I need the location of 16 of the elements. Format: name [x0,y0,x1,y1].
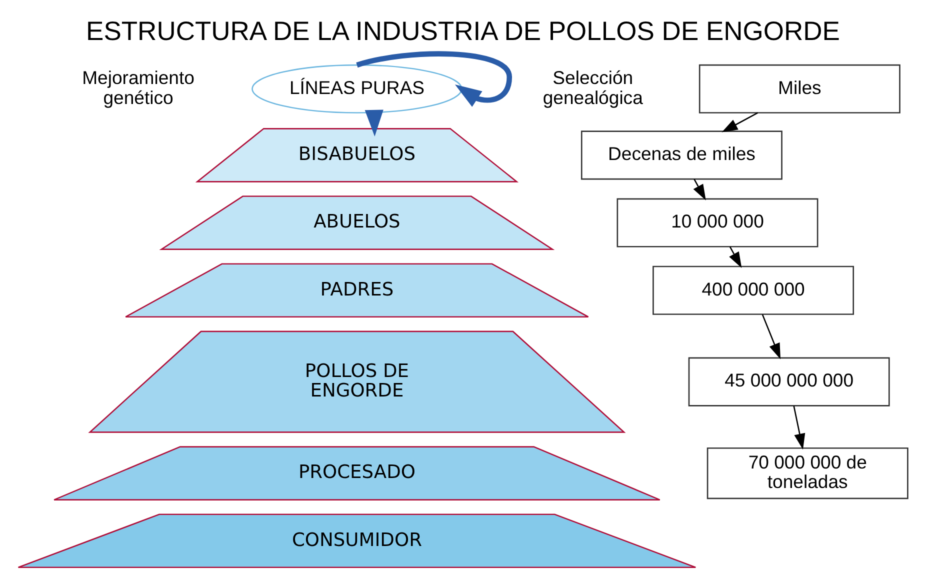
node-box: 45 000 000 000 [688,357,890,406]
label: Selección genealógica [542,66,643,108]
arrow [364,110,384,136]
arrow [356,51,512,107]
arrow [693,178,706,200]
arrow [722,112,758,132]
node-box: Decenas de miles [580,130,782,180]
arrow [729,246,742,268]
node-box: Miles [698,64,900,114]
node-box: 10 000 000 [616,198,818,248]
arrow [762,314,781,360]
diagram-title: ESTRUCTURA DE LA INDUSTRIA DE POLLOS DE ENGORDE [86,16,840,46]
arrow [793,406,806,450]
node-box: 400 000 000 [652,266,854,315]
label: Mejoramiento genético [82,66,194,108]
node-box: 70 000 000 de toneladas [706,447,908,500]
